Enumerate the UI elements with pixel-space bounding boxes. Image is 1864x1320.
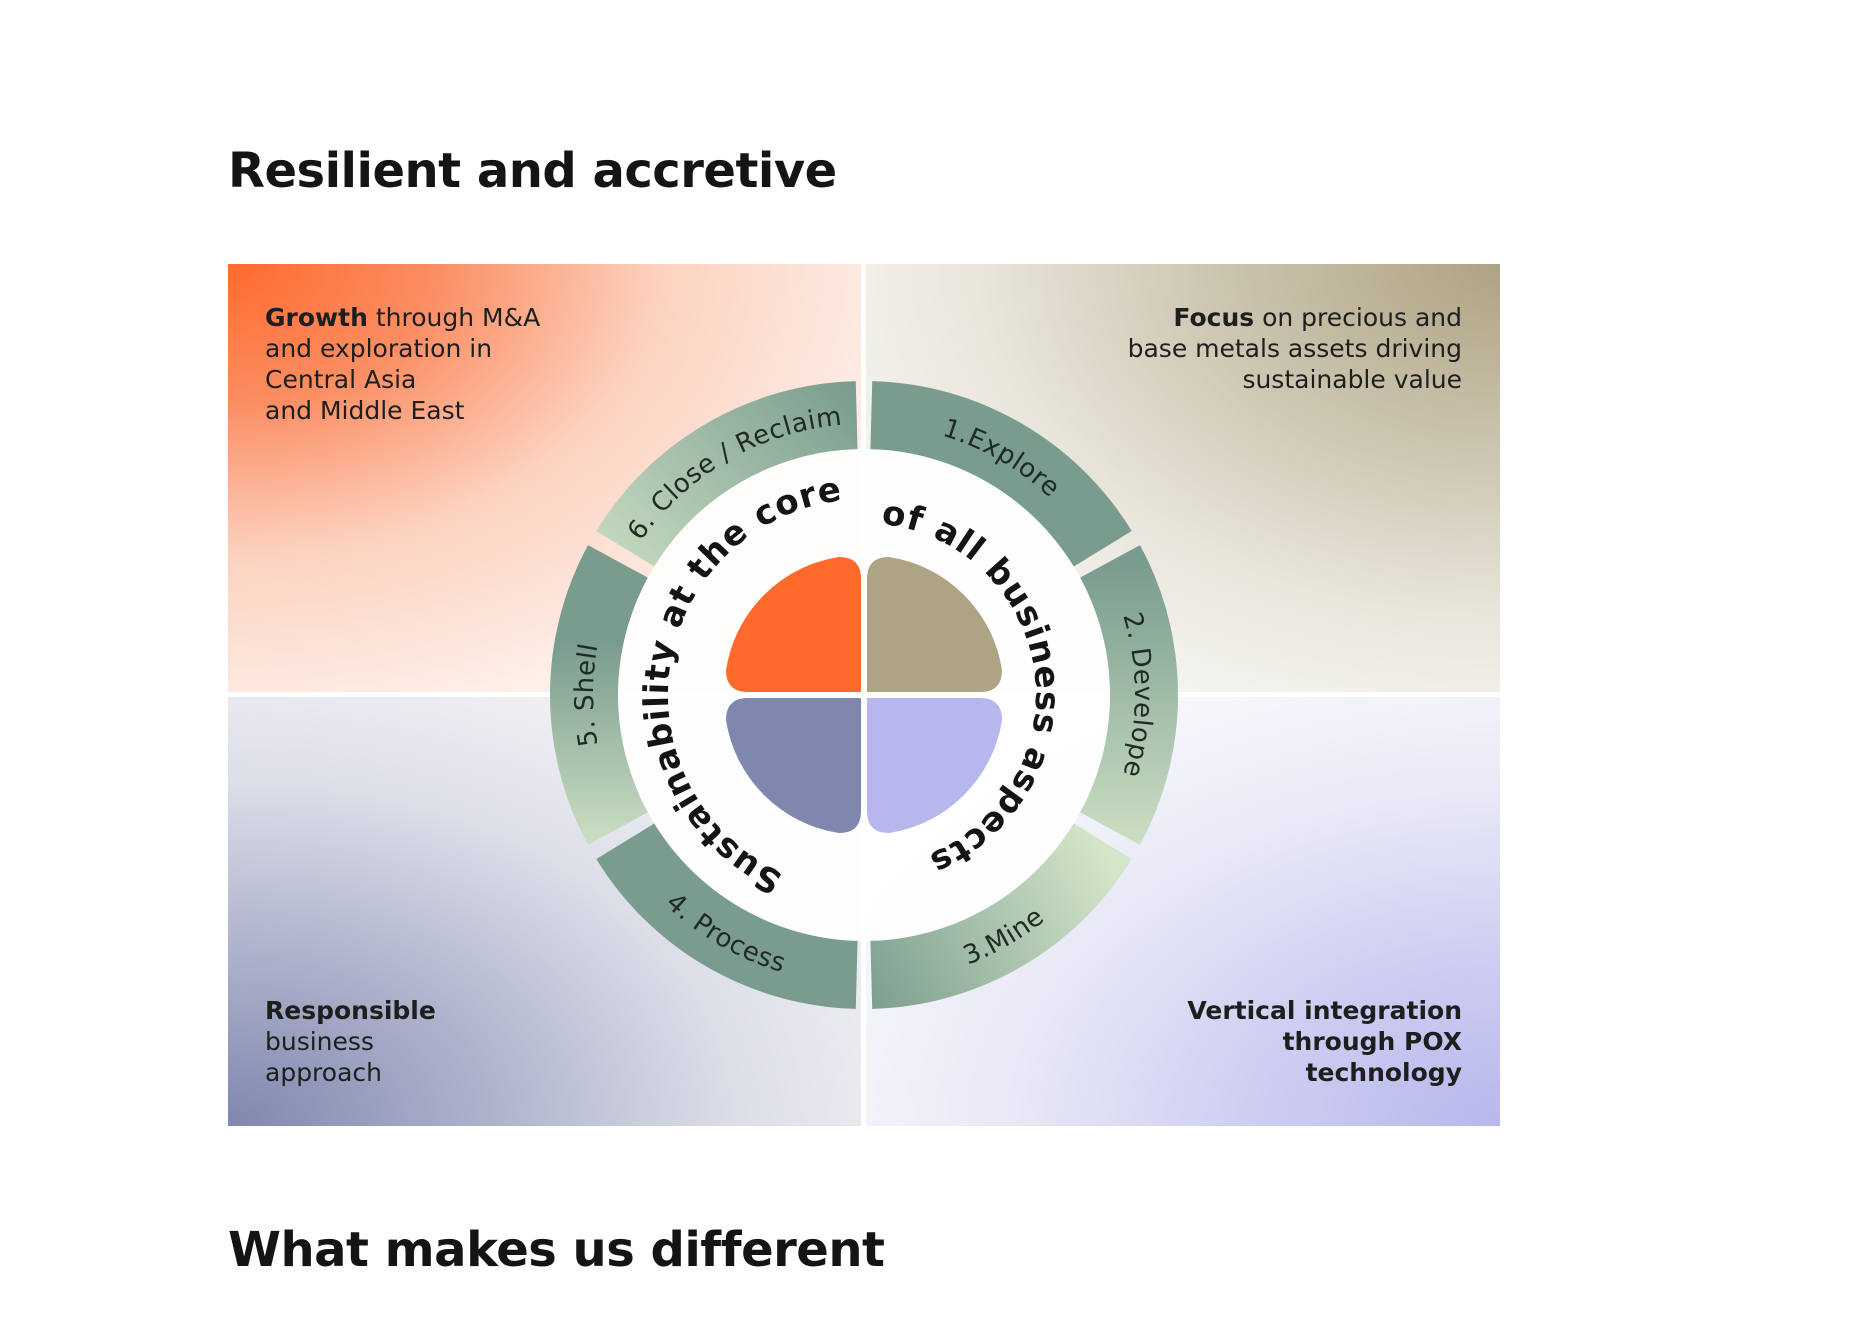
stage-segment-close-reclaim bbox=[596, 381, 858, 567]
growth-line-2: and exploration in bbox=[265, 334, 493, 363]
vertical-line-2: through POX bbox=[1282, 1027, 1462, 1056]
stage-segment-process bbox=[596, 823, 858, 1009]
responsible-line-3: approach bbox=[265, 1058, 382, 1087]
responsible-line-2: business bbox=[265, 1027, 374, 1056]
quadrant-focus-text: Focus on precious and base metals assets… bbox=[1128, 302, 1462, 395]
quadrant-growth-text: Growth through M&A and exploration in Ce… bbox=[265, 302, 540, 426]
business-model-diagram: Growth through M&A and exploration in Ce… bbox=[228, 264, 1500, 1126]
growth-line-4: and Middle East bbox=[265, 396, 465, 425]
vertical-line-1: Vertical integration bbox=[1187, 996, 1462, 1025]
focus-bold-label: Focus bbox=[1173, 303, 1255, 332]
growth-bold-label: Growth bbox=[265, 303, 368, 332]
stage-ring bbox=[549, 381, 1179, 1009]
center-pie bbox=[726, 557, 1002, 833]
focus-line-1: on precious and bbox=[1254, 303, 1462, 332]
stage-segment-shell bbox=[549, 545, 648, 845]
stage-label-shell: 5. Shell bbox=[570, 641, 605, 749]
inner-white-disc bbox=[618, 449, 1110, 941]
center-quarter-khaki bbox=[867, 557, 1002, 692]
focus-line-3: sustainable value bbox=[1242, 365, 1462, 394]
stage-segment-mine bbox=[870, 823, 1132, 1009]
stage-segment-explore bbox=[870, 381, 1132, 567]
responsible-bold-label: Responsible bbox=[265, 996, 436, 1025]
section-heading-resilient: Resilient and accretive bbox=[228, 143, 837, 199]
center-quarter-slate bbox=[726, 698, 861, 833]
vertical-line-3: technology bbox=[1305, 1058, 1462, 1087]
quadrant-responsible-text: Responsible business approach bbox=[265, 995, 436, 1088]
focus-line-2: base metals assets driving bbox=[1127, 334, 1462, 363]
stage-segment-develope bbox=[1080, 545, 1179, 845]
quadrant-vertical-text: Vertical integration through POX technol… bbox=[1187, 995, 1462, 1088]
center-quarter-orange bbox=[726, 557, 861, 692]
center-quarter-lavender bbox=[867, 698, 1002, 833]
growth-line-1: through M&A bbox=[367, 303, 541, 332]
value-chain-wheel: 1.Explore 2. Develope 3.Mine 4. Process … bbox=[549, 381, 1179, 1009]
section-heading-different: What makes us different bbox=[228, 1222, 885, 1278]
growth-line-3: Central Asia bbox=[265, 365, 417, 394]
